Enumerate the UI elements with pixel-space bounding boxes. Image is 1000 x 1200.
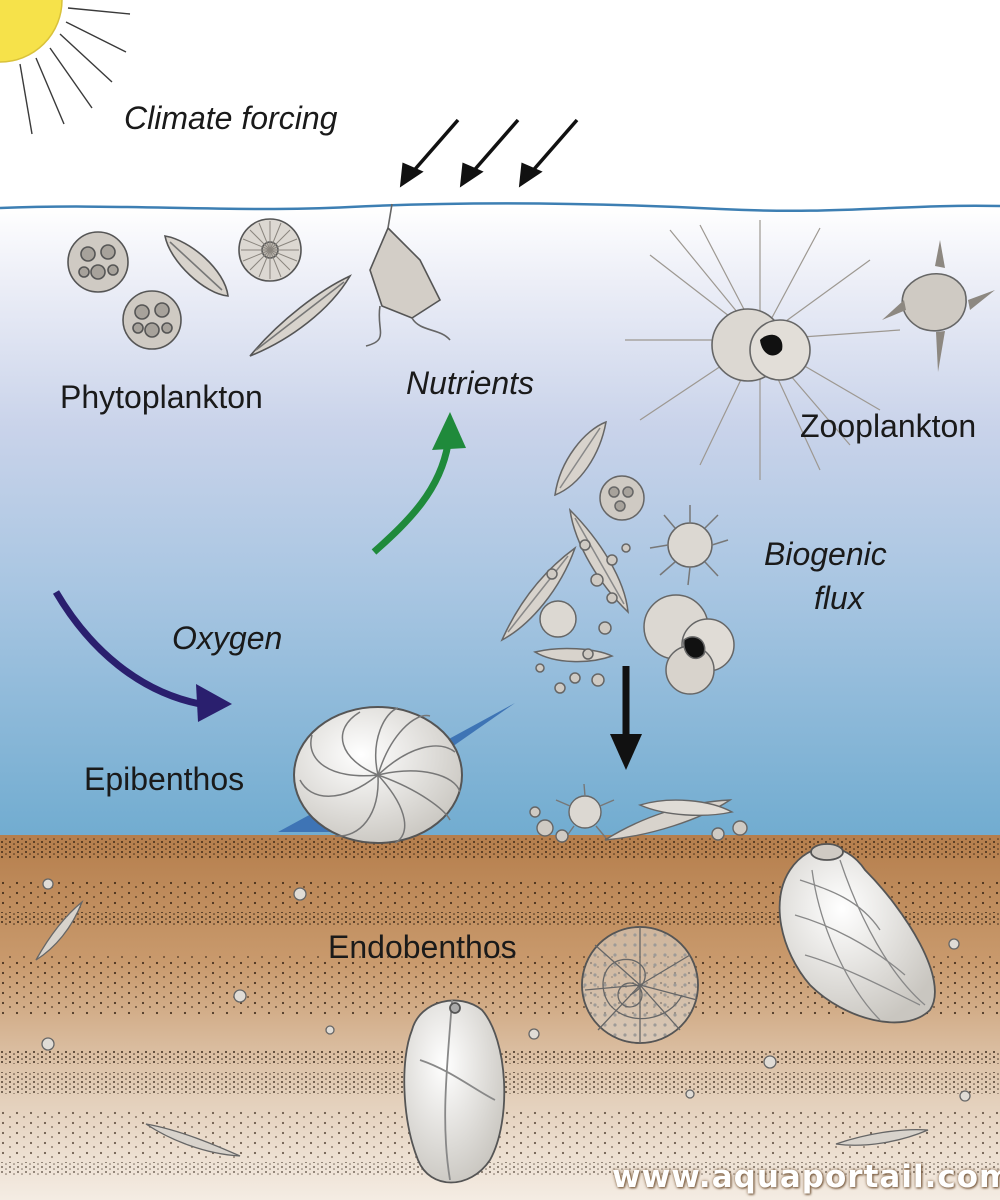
epibenthos-shell xyxy=(278,703,515,844)
sediment-diatoms xyxy=(35,878,971,1157)
zooplankton-label: Zooplankton xyxy=(800,408,977,444)
endobenthos-label: Endobenthos xyxy=(328,929,517,965)
nutrients-arrow xyxy=(371,412,466,555)
biogenic-flux-particles xyxy=(500,420,735,695)
biogenic-flux-label-line1: Biogenic xyxy=(764,536,887,572)
watermark: www.aquaportail.com xyxy=(612,1159,1000,1195)
oxygen-arrow xyxy=(52,590,232,722)
phytoplankton-organisms xyxy=(67,203,451,357)
water-surface-line xyxy=(0,202,1000,213)
climate-forcing-label: Climate forcing xyxy=(124,100,338,136)
zooplankton-organisms xyxy=(625,220,995,480)
biogenic-flux-label-line2: flux xyxy=(814,580,864,616)
sun-icon xyxy=(0,0,131,135)
seafloor-debris xyxy=(529,783,748,843)
flux-down-arrow xyxy=(610,666,642,770)
endobenthos-shells xyxy=(403,843,936,1184)
epibenthos-label: Epibenthos xyxy=(84,761,245,797)
arrow-down-left-icon xyxy=(399,118,579,188)
phytoplankton-label: Phytoplankton xyxy=(60,379,263,415)
nutrients-label: Nutrients xyxy=(406,365,535,401)
oxygen-label: Oxygen xyxy=(172,620,283,656)
